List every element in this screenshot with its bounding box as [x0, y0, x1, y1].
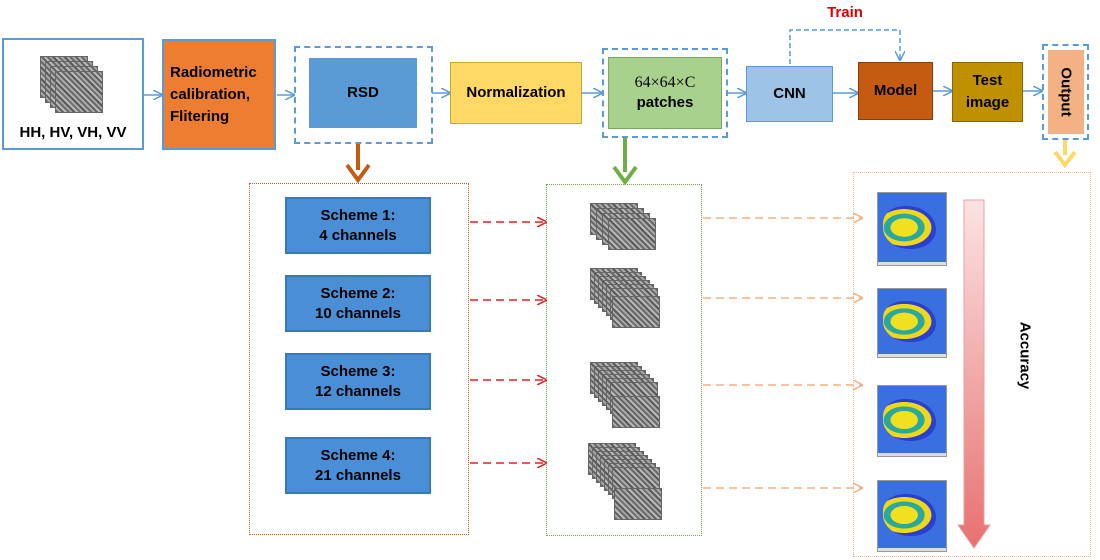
arrow-output-down-head: [1053, 150, 1077, 169]
accuracy-arrow: [957, 199, 991, 549]
test-image-label: Test image: [965, 72, 1010, 111]
radiometric-label: Radiometric calibration, Flitering: [170, 63, 257, 125]
scheme-4-name: Scheme 4:: [320, 446, 396, 464]
scheme-3-channels: 12 channels: [315, 382, 401, 400]
arrow-rsd-down-head: [345, 163, 371, 184]
patch-tile: [612, 296, 660, 328]
train-loop-arrow: [789, 29, 900, 64]
input-box: HH, HV, VH, VV: [2, 38, 144, 150]
classification-map-1: [877, 192, 947, 266]
scheme-3-box: Scheme 3: 12 channels: [285, 353, 431, 410]
map-land: [883, 493, 937, 536]
accuracy-label: Accuracy: [1016, 321, 1034, 389]
map-land: [883, 205, 937, 250]
patches-label: patches: [636, 94, 694, 111]
map-land: [883, 398, 937, 441]
scheme-4-channels: 21 channels: [315, 466, 401, 484]
accuracy-label-wrap: Accuracy: [985, 321, 1065, 389]
input-label: HH, HV, VH, VV: [19, 124, 127, 141]
results-frame: [853, 172, 1091, 557]
sar-tile: [55, 71, 103, 113]
rsd-label: RSD: [347, 84, 379, 101]
scheme-3-name: Scheme 3:: [320, 362, 396, 380]
patch-tile: [608, 218, 656, 250]
test-image-box: Test image: [952, 62, 1023, 122]
patches-dashed-frame: [602, 48, 728, 138]
schemes-frame: [249, 183, 469, 535]
patch-tile: [614, 488, 662, 520]
map-axis: [878, 354, 946, 357]
scheme-2-channels: 10 channels: [315, 304, 401, 322]
output-box: Output: [1048, 50, 1084, 134]
map-land: [883, 301, 937, 343]
cnn-box: CNN: [746, 66, 833, 122]
patch-stacks-frame: [546, 184, 702, 536]
scheme-1-name: Scheme 1:: [320, 206, 396, 224]
train-label: Train: [827, 4, 863, 21]
scheme-2-name: Scheme 2:: [320, 284, 396, 302]
patches-box: 64×64×C patches: [608, 57, 722, 129]
arrow-patches-down-head: [612, 165, 638, 186]
model-label: Model: [873, 82, 918, 99]
classification-map-2: [877, 288, 947, 358]
map-axis: [878, 262, 946, 265]
patches-size-label: 64×64×C: [634, 74, 696, 91]
radiometric-box: Radiometric calibration, Flitering: [162, 39, 276, 150]
normalization-box: Normalization: [450, 62, 582, 124]
rsd-dashed-frame: [294, 46, 433, 144]
map-axis: [878, 548, 946, 551]
model-box: Model: [858, 62, 933, 120]
output-label: Output: [1058, 67, 1075, 117]
classification-map-3: [877, 385, 947, 457]
normalization-label: Normalization: [466, 84, 566, 101]
scheme-2-box: Scheme 2: 10 channels: [285, 275, 431, 332]
cnn-label: CNN: [773, 85, 806, 102]
scheme-4-box: Scheme 4: 21 channels: [285, 437, 431, 494]
rsd-box: RSD: [309, 58, 417, 128]
classification-map-4: [877, 480, 947, 552]
map-axis: [878, 453, 946, 456]
scheme-1-channels: 4 channels: [319, 226, 397, 244]
output-dashed-frame: [1042, 44, 1089, 140]
scheme-1-box: Scheme 1: 4 channels: [285, 197, 431, 254]
patch-tile: [612, 396, 660, 428]
